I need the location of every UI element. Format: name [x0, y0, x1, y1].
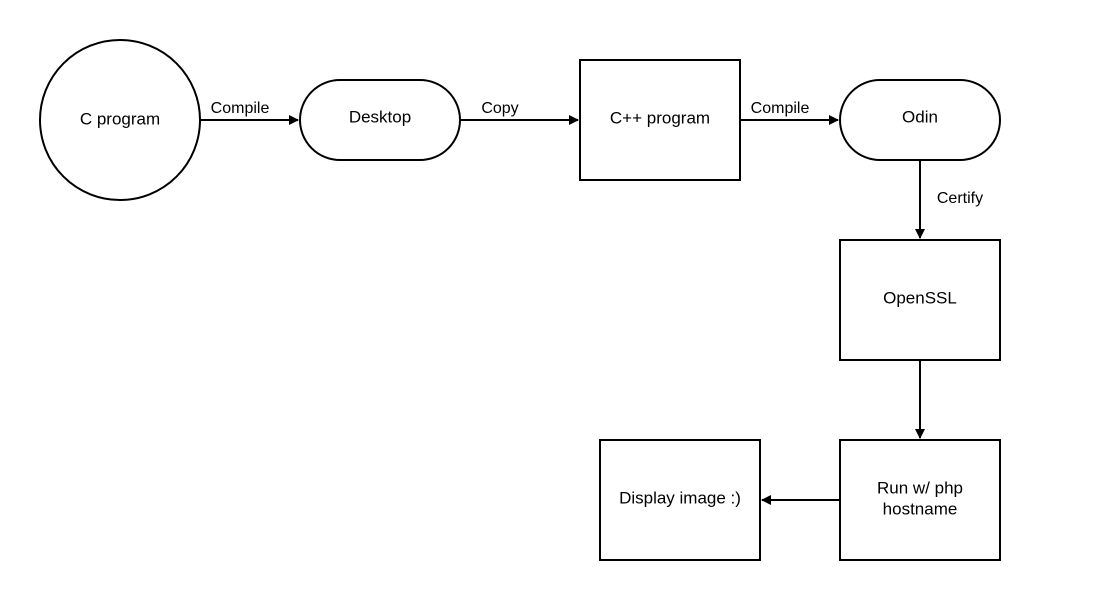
node-c-program: C program	[39, 39, 201, 201]
node-run-php: Run w/ php hostname	[839, 439, 1001, 561]
node-odin: Odin	[839, 79, 1001, 161]
odin-label: Odin	[902, 107, 938, 126]
openssl-label: OpenSSL	[883, 288, 957, 307]
cpp-program-box	[579, 59, 741, 181]
nodes: C program Desktop C++ program Odin OpenS…	[39, 39, 1001, 561]
edge-label-compile-1: Compile	[211, 100, 270, 117]
odin-rounded-box	[839, 79, 1001, 161]
node-openssl: OpenSSL	[839, 239, 1001, 361]
node-display-image: Display image :)	[599, 439, 761, 561]
display-image-label: Display image :)	[619, 488, 741, 507]
run-php-label-line2: hostname	[883, 499, 958, 518]
edge-cpp-to-odin: Compile	[740, 100, 839, 125]
openssl-box	[839, 239, 1001, 361]
edge-label-certify: Certify	[937, 190, 983, 207]
c-program-label: C program	[80, 109, 160, 128]
edge-label-compile-2: Compile	[751, 100, 810, 117]
edge-label-copy: Copy	[481, 100, 518, 117]
c-program-circle	[39, 39, 201, 201]
run-php-box	[839, 439, 1001, 561]
display-image-box	[599, 439, 761, 561]
edges: Compile Copy Compile Certify	[200, 100, 983, 505]
edge-c-to-desktop: Compile	[200, 100, 299, 125]
edge-odin-to-openssl: Certify	[915, 160, 983, 239]
desktop-label: Desktop	[349, 107, 411, 126]
edge-desktop-to-cpp: Copy	[460, 100, 579, 125]
node-cpp-program: C++ program	[579, 59, 741, 181]
cpp-program-label: C++ program	[610, 108, 710, 127]
desktop-rounded-box	[299, 79, 461, 161]
run-php-label-line1: Run w/ php	[877, 478, 963, 497]
node-desktop: Desktop	[299, 79, 461, 161]
